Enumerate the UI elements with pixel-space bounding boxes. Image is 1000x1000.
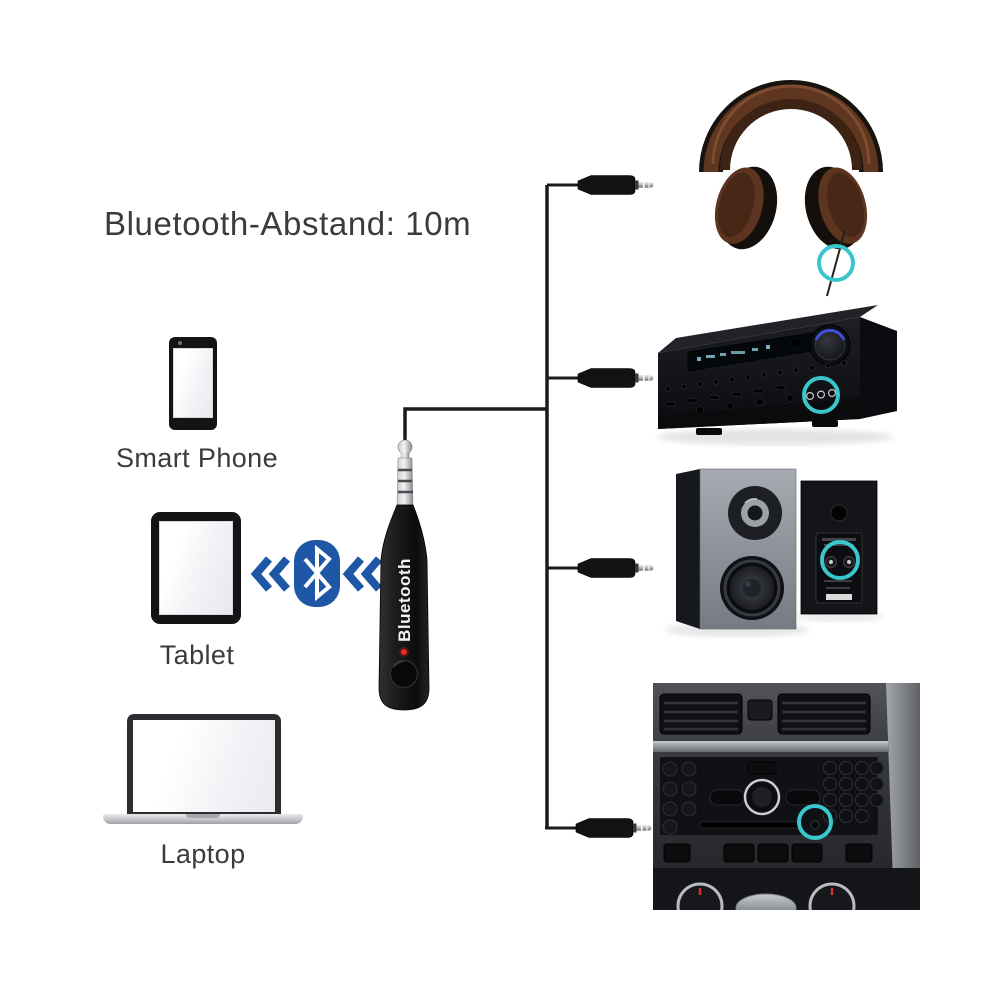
speaker-woofer [720,556,784,620]
laptop-screen [133,720,275,812]
laptop-notch [186,814,220,818]
car-aux-port [810,820,820,830]
car-aux-highlight [797,804,833,840]
speaker-rear [800,480,878,615]
right-ear-cup [804,166,868,250]
laptop-label: Laptop [160,839,246,869]
amp-volume-knob [809,324,851,366]
tablet-screen [159,521,233,615]
aux-plug-icon [545,557,655,579]
aux-plug-icon [543,817,653,839]
aux-plug-icon [545,174,655,196]
car-climate-knobs [676,882,856,910]
diagram-title: Bluetooth-Abstand: 10m [104,205,472,242]
receiver-brand-label: Bluetooth [395,558,414,642]
smartphone-label: Smart Phone [116,443,278,473]
amp-aux-highlight [802,376,840,414]
bluetooth-receiver-icon: Bluetooth [378,439,430,711]
car-stereo-center [699,761,821,829]
headphones-icon [699,80,883,297]
laptop-icon [127,714,281,816]
amp-aux-jacks [802,376,840,414]
signal-chevrons-icon [250,556,383,592]
headphones-aux-highlight [817,244,855,282]
car-ac-vents [659,693,871,735]
smartphone-camera-dot [178,341,182,345]
connection-wires [403,185,549,828]
amp-small-buttons [665,385,794,414]
amp-button-row [665,360,847,392]
bluetooth-logo-icon [294,540,340,607]
smartphone-icon [169,337,217,430]
left-ear-cup [714,166,778,250]
car-stereo-keypad [823,761,884,823]
car-climate-buttons [663,843,873,863]
av-receiver-icon [657,305,897,445]
speaker-terminal-highlight [820,540,860,580]
smartphone-screen [173,348,213,418]
bookshelf-speakers-icon [665,468,884,637]
tablet-icon [151,512,241,624]
speaker-tweeter [728,486,782,540]
car-stereo-left-buttons [662,761,697,835]
receiver-button [389,659,419,689]
car-stereo-aux-icon [653,683,920,910]
aux-plug-icon [545,367,655,389]
tablet-label: Tablet [159,640,235,670]
laptop-base [103,814,303,824]
